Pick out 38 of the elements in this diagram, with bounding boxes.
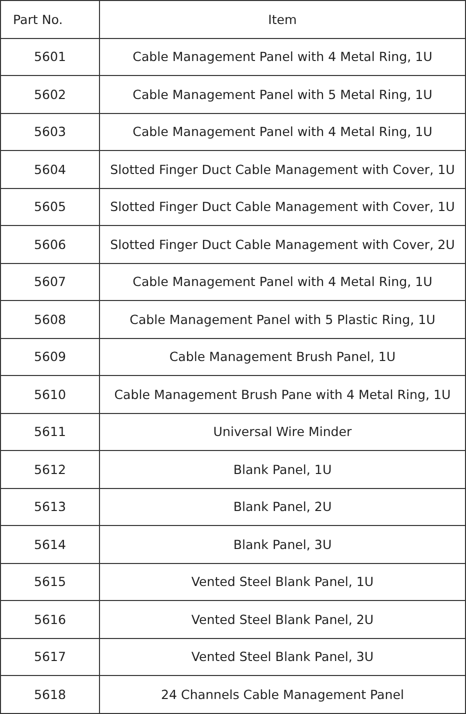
- part-number-cell: 5616: [0, 600, 100, 638]
- part-number-cell: 5609: [0, 338, 100, 376]
- part-number-cell: 5613: [0, 488, 100, 526]
- item-cell: Cable Management Brush Panel, 1U: [100, 338, 466, 376]
- item-cell: Cable Management Panel with 4 Metal Ring, 1U: [100, 38, 466, 76]
- part-number-cell: 5606: [0, 226, 100, 263]
- part-number-cell: 5610: [0, 376, 100, 413]
- item-cell: Cable Management Panel with 5 Metal Ring, 1U: [100, 76, 466, 113]
- item-cell: Blank Panel, 3U: [100, 526, 466, 563]
- item-cell: Blank Panel, 2U: [100, 488, 466, 526]
- part-number-cell: 5604: [0, 150, 100, 188]
- part-number-cell: 5617: [0, 638, 100, 676]
- item-cell: Universal Wire Minder: [100, 413, 466, 450]
- part-number-cell: 5608: [0, 300, 100, 338]
- part-number-cell: 5603: [0, 113, 100, 150]
- item-cell: Slotted Finger Duct Cable Management with Cover, 2U: [100, 226, 466, 263]
- part-number-cell: 5605: [0, 188, 100, 226]
- part-number-cell: 5601: [0, 38, 100, 76]
- part-number-cell: 5615: [0, 563, 100, 600]
- item-cell: Vented Steel Blank Panel, 2U: [100, 600, 466, 638]
- item-cell: Blank Panel, 1U: [100, 450, 466, 488]
- header-cell: Part No.: [0, 0, 100, 38]
- part-number-cell: 5611: [0, 413, 100, 450]
- item-cell: Vented Steel Blank Panel, 1U: [100, 563, 466, 600]
- part-number-cell: 5614: [0, 526, 100, 563]
- part-number-cell: 5612: [0, 450, 100, 488]
- item-cell: Slotted Finger Duct Cable Management with Cover, 1U: [100, 188, 466, 226]
- item-cell: Slotted Finger Duct Cable Management with Cover, 1U: [100, 150, 466, 188]
- item-cell: Cable Management Panel with 5 Plastic Ring, 1U: [100, 300, 466, 338]
- header-cell: Item: [100, 0, 466, 38]
- item-cell: Cable Management Panel with 4 Metal Ring, 1U: [100, 113, 466, 150]
- item-cell: Cable Management Brush Pane with 4 Metal Ring, 1U: [100, 376, 466, 413]
- item-cell: Vented Steel Blank Panel, 3U: [100, 638, 466, 676]
- item-cell: 24 Channels Cable Management Panel: [100, 676, 466, 713]
- item-cell: Cable Management Panel with 4 Metal Ring, 1U: [100, 263, 466, 300]
- part-number-cell: 5607: [0, 263, 100, 300]
- part-number-cell: 5618: [0, 676, 100, 713]
- part-number-cell: 5602: [0, 76, 100, 113]
